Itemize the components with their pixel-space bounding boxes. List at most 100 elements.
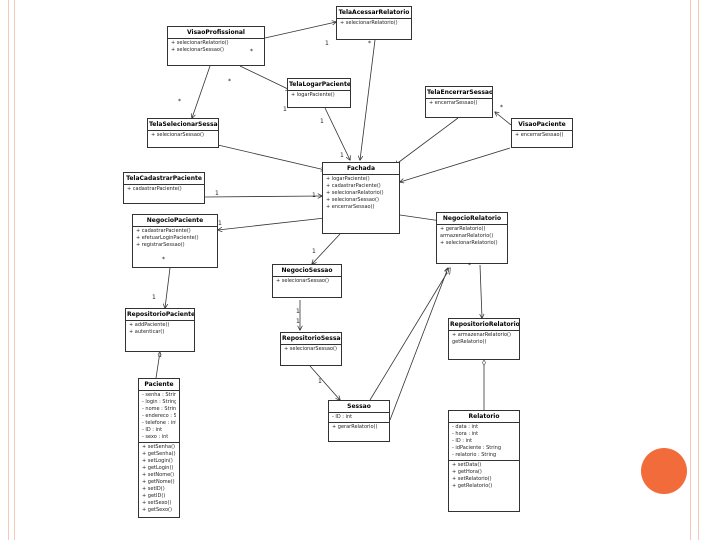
multiplicity-label: 1 bbox=[296, 308, 300, 315]
class-name: RepositorioSessao bbox=[281, 333, 341, 345]
edge-visaoprof-telaacessar bbox=[264, 22, 336, 39]
class-member: armazenarRelatorio() bbox=[440, 233, 494, 239]
class-negocio-relatorio: NegocioRelatorio+ gerarRelatorio()armaze… bbox=[436, 212, 508, 264]
edge-telacadastrar-fachada bbox=[204, 196, 322, 197]
class-name: TelaEncerrarSessao bbox=[426, 87, 492, 99]
edge-fachada-negociopac bbox=[218, 217, 326, 230]
frame-rule-left bbox=[8, 0, 9, 540]
multiplicity-label: * bbox=[228, 78, 231, 85]
class-member: + selecionarSessao() bbox=[284, 346, 337, 352]
class-member: + setSenha() bbox=[142, 444, 175, 450]
multiplicity-label: 1 bbox=[325, 40, 329, 47]
class-repositorio-paciente: RepositorioPaciente+ addPaciente()+ aute… bbox=[125, 308, 195, 352]
class-member: + logarPaciente() bbox=[291, 92, 335, 98]
class-member: + cadastrarPaciente() bbox=[127, 186, 182, 192]
class-tela-cadastrar-paciente: TelaCadastrarPaciente+ cadastrarPaciente… bbox=[123, 172, 205, 204]
class-member: + addPaciente() bbox=[129, 322, 170, 328]
class-member: + selecionarSessao() bbox=[276, 278, 329, 284]
class-operations: + cadastrarPaciente() bbox=[124, 185, 204, 194]
class-member: getRelatorio() bbox=[452, 339, 487, 345]
class-member: + registrarSessao() bbox=[136, 242, 185, 248]
class-member: - ID : int bbox=[332, 414, 353, 420]
class-repositorio-relatorio: RepositorioRelatorio+ armazenarRelatorio… bbox=[448, 318, 520, 360]
edge-visaoprof-telalogar bbox=[239, 65, 290, 90]
class-operations: + encerrarSessao() bbox=[512, 131, 572, 140]
edge-fachada-negociosessao bbox=[312, 233, 341, 264]
class-member: + logarPaciente() bbox=[326, 176, 370, 182]
class-member: + cadastrarPaciente() bbox=[326, 183, 381, 189]
class-name: TelaCadastrarPaciente bbox=[124, 173, 204, 185]
class-operations: + selecionarRelatorio()+ selecionarSessa… bbox=[168, 39, 264, 55]
class-operations: + logarPaciente()+ cadastrarPaciente() + … bbox=[323, 175, 399, 212]
class-member: + encerrarSessao() bbox=[515, 132, 564, 138]
class-operations: + selecionarSessao() bbox=[148, 131, 218, 140]
class-member: - relatorio : String bbox=[452, 452, 497, 458]
class-name: VisaoProfissional bbox=[168, 27, 264, 39]
class-member: + setLogin() bbox=[142, 458, 173, 464]
class-operations: + cadastrarPaciente()+ efetuarLoginPacie… bbox=[133, 227, 217, 250]
class-operations: + encerrarSessao() bbox=[426, 99, 492, 108]
class-name: Sessao bbox=[329, 401, 389, 413]
edge-negociopac-repopac bbox=[165, 267, 171, 308]
class-member: + selecionarSessao() bbox=[326, 197, 379, 203]
class-member: + getLogin() bbox=[142, 465, 174, 471]
class-attributes: - senha : String- login : String- nome :… bbox=[139, 391, 179, 443]
edge-negociorel-reporel bbox=[480, 264, 482, 318]
class-member: + setData() bbox=[452, 462, 482, 468]
multiplicity-label: * bbox=[162, 256, 165, 263]
class-operations: + selecionarSessao() bbox=[273, 277, 341, 286]
frame-rule-right bbox=[698, 0, 699, 540]
class-member: - login : String bbox=[142, 399, 176, 405]
class-name: Paciente bbox=[139, 379, 179, 391]
class-member: + getNome() bbox=[142, 479, 175, 485]
class-name: NegocioSessao bbox=[273, 265, 341, 277]
class-name: Relatorio bbox=[449, 411, 519, 423]
class-operations: + selecionarSessao() bbox=[281, 345, 341, 354]
class-member: - nome : String bbox=[142, 406, 176, 412]
class-operations: + setData()+ getHora()+ setRelatorio()+ … bbox=[449, 461, 519, 491]
class-member: + encerrarSessao() bbox=[429, 100, 478, 106]
edge-sessao-negociorel-2 bbox=[389, 268, 448, 421]
class-operations: + addPaciente()+ autenticar() bbox=[126, 321, 194, 337]
edge-telalogar-fachada bbox=[324, 107, 350, 160]
multiplicity-label: 1 bbox=[218, 220, 222, 227]
class-member: + autenticar() bbox=[129, 329, 165, 335]
class-member: + gerarRelatorio() bbox=[332, 424, 378, 430]
class-member: - hora : int bbox=[452, 431, 479, 437]
class-member: + getSexo() bbox=[142, 507, 172, 513]
class-name: Fachada bbox=[323, 163, 399, 175]
class-sessao: Sessao- ID : int + gerarRelatorio() bbox=[328, 400, 390, 442]
class-member: + selecionarRelatorio() bbox=[440, 240, 498, 246]
class-tela-logar-paciente: TelaLogarPaciente+ logarPaciente() bbox=[287, 78, 351, 108]
multiplicity-label: * bbox=[368, 40, 371, 47]
edge-visaoprof-telaselecionar bbox=[192, 65, 211, 118]
edge-visaopac-telaencerrar bbox=[495, 112, 512, 126]
class-name: TelaAcessarRelatorio bbox=[337, 7, 411, 19]
multiplicity-label: * bbox=[178, 98, 181, 105]
multiplicity-label: 1 bbox=[318, 378, 322, 385]
class-member: + setNome() bbox=[142, 472, 175, 478]
class-negocio-sessao: NegocioSessao+ selecionarSessao() bbox=[272, 264, 342, 298]
class-member: - ID : int bbox=[142, 427, 163, 433]
class-member: - telefone : int bbox=[142, 420, 176, 426]
edge-telaacessar-fachada bbox=[360, 39, 376, 160]
class-operations: + gerarRelatorio()armazenarRelatorio()+ … bbox=[437, 225, 507, 248]
class-paciente: Paciente- senha : String- login : String… bbox=[138, 378, 180, 518]
class-operations: + logarPaciente() bbox=[288, 91, 350, 100]
edge-telaselecionar-fachada bbox=[217, 144, 325, 170]
multiplicity-label: 1 bbox=[320, 118, 324, 125]
class-attributes: - data : int- hora : int- ID : int- idPa… bbox=[449, 423, 519, 461]
class-member: - ID : int bbox=[452, 438, 473, 444]
edge-visaopac-fachada bbox=[400, 147, 511, 182]
multiplicity-label: 1 bbox=[312, 248, 316, 255]
accent-circle bbox=[641, 448, 687, 494]
class-name: NegocioRelatorio bbox=[437, 213, 507, 225]
class-member: + setRelatorio() bbox=[452, 476, 492, 482]
class-relatorio: Relatorio- data : int- hora : int- ID : … bbox=[448, 410, 520, 512]
class-member: + getHora() bbox=[452, 469, 482, 475]
class-member: - data : int bbox=[452, 424, 479, 430]
class-member: + setID() bbox=[142, 486, 165, 492]
class-member: + encerrarSessao() bbox=[326, 204, 375, 210]
class-member: - endereco : String bbox=[142, 413, 176, 419]
class-repositorio-sessao: RepositorioSessao+ selecionarSessao() bbox=[280, 332, 342, 366]
